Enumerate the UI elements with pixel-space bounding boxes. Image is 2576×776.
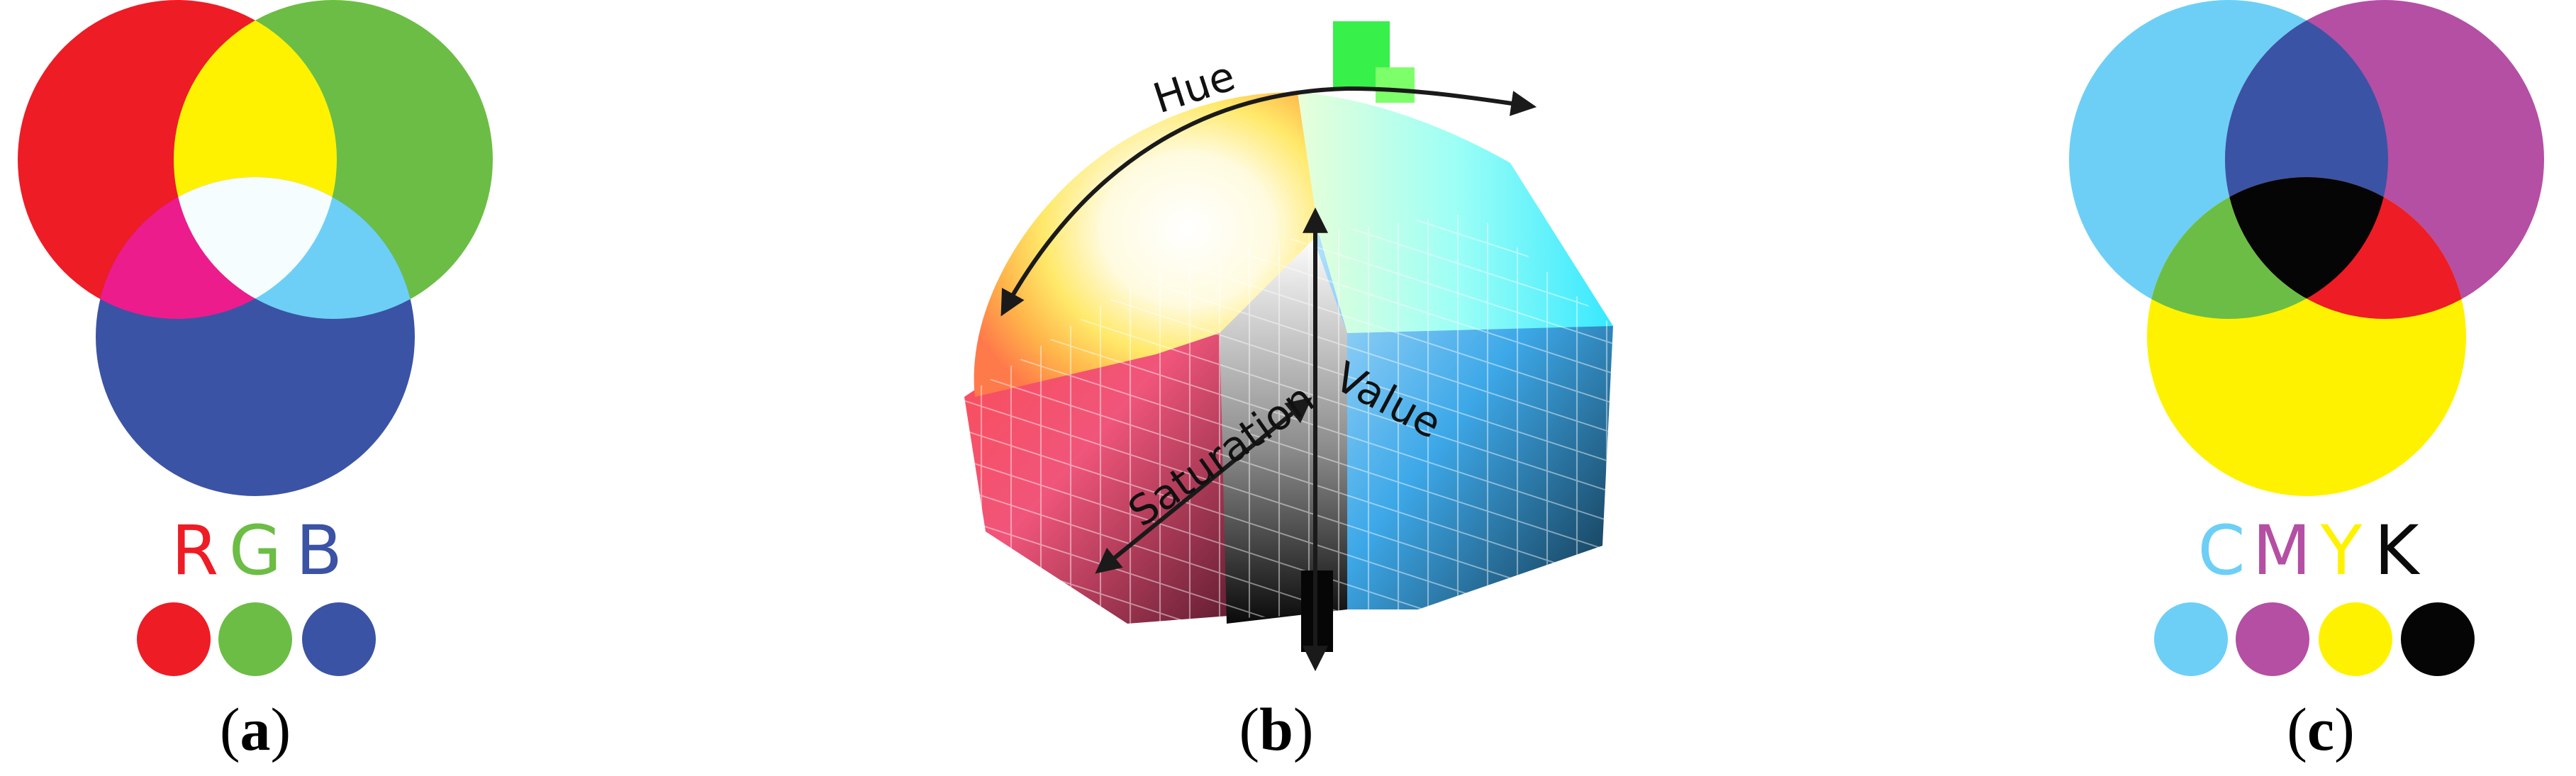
caption-b: (b) <box>1239 695 1313 763</box>
hsv-color-solid: Hue Saturation Value (b) <box>964 21 1613 763</box>
hue-arrow <box>1000 86 1537 317</box>
letter-c: C <box>2197 511 2245 590</box>
letter-r: R <box>172 511 219 590</box>
cmyk-panel: C M Y K (c) <box>2042 0 2576 776</box>
saturation-arrow <box>1095 397 1312 574</box>
caption-c: (c) <box>2287 695 2354 763</box>
black-overlap <box>2225 177 2388 319</box>
letter-y: Y <box>2320 511 2363 590</box>
black-swatch <box>2401 602 2475 676</box>
letter-g: G <box>229 511 281 590</box>
letter-k: K <box>2375 511 2421 590</box>
letter-m: M <box>2253 511 2312 590</box>
cyan-swatch <box>2154 602 2228 676</box>
magenta-swatch <box>2236 602 2309 676</box>
caption-a: (a) <box>220 695 291 763</box>
yellow-swatch <box>2319 602 2392 676</box>
red-swatch <box>137 602 211 676</box>
cmyk-venn-diagram: C M Y K (c) <box>2069 0 2544 763</box>
rgb-panel: R G B (a) <box>0 0 525 776</box>
letter-b: B <box>296 511 342 590</box>
rgb-venn-diagram: R G B (a) <box>18 0 493 763</box>
blue-swatch <box>302 602 376 676</box>
green-block-2 <box>1376 67 1415 103</box>
hsv-panel: Hue Saturation Value (b) <box>922 0 1631 776</box>
white-overlap <box>174 177 337 319</box>
green-swatch <box>218 602 292 676</box>
